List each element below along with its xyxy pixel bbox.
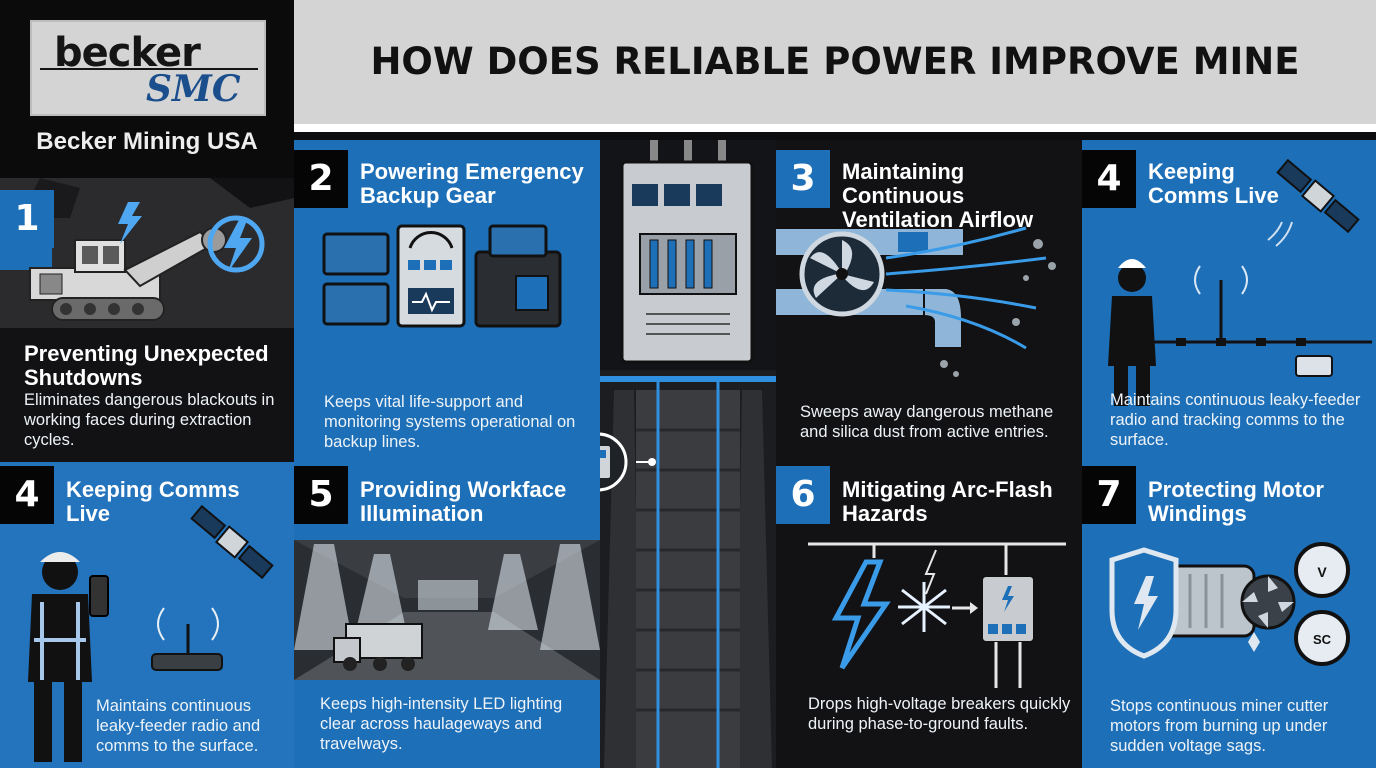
tunnel-lighting-icon (294, 540, 600, 680)
panel-4-top-title: Keeping Comms Live (1148, 159, 1279, 208)
arc-flash-breaker-icon (808, 542, 1066, 688)
panel-7-description: Stops continuous miner cutter motors fro… (1110, 697, 1329, 755)
panel-6-number: 6 (776, 466, 830, 524)
panel-5-number: 5 (294, 466, 348, 524)
panel-3-number: 3 (776, 150, 830, 208)
title-band: HOW DOES RELIABLE POWER IMPROVE MINE SAF… (294, 0, 1376, 207)
miner-radio-icon (28, 504, 274, 762)
panel-4-top-number: 4 (1082, 150, 1136, 208)
panel-4-bottom-title: Keeping Comms Live (66, 477, 240, 526)
company-name: Becker Mining USA (36, 128, 258, 155)
becker-smc-logo: becker SMC (30, 20, 266, 116)
panel-7-number: 7 (1082, 466, 1136, 524)
satellite-radio-icon (1108, 158, 1372, 406)
panel-4-top: 4 Keeping Comms Live Maintains continuou… (1082, 140, 1376, 462)
panel-5-title: Providing Workface Illumination (360, 477, 567, 526)
panel-2: 2 Powering Emergency Backup Gear Keeps v… (294, 140, 600, 462)
panel-2-title: Powering Emergency Backup Gear (360, 159, 584, 208)
panel-2-description: Keeps vital life-support and monitoring … (324, 393, 576, 451)
voltage-gauge-label: V (1317, 564, 1327, 580)
panel-4-bottom-number: 4 (0, 466, 54, 524)
voltage-gauge: V (1294, 542, 1350, 598)
electrical-panel-shaft-icon (600, 140, 776, 768)
panel-6-title: Mitigating Arc-Flash Hazards (842, 477, 1053, 526)
panel-1-description: Eliminates dangerous blackouts in workin… (24, 391, 275, 449)
panel-4-bottom-description: Maintains continuous leaky-feeder radio … (96, 697, 261, 755)
panel-7: 7 Protecting Motor Windings V SC Stops c… (1082, 462, 1376, 768)
panel-2-number: 2 (294, 150, 348, 208)
panel-5: 5 Providing Workface Illumination Keeps … (294, 462, 600, 768)
panel-6: 6 Mitigating Arc-Flash Hazards Drops hig… (776, 462, 1082, 768)
panel-4-top-description: Maintains continuous leaky-feeder radio … (1110, 391, 1361, 449)
brand-panel: becker SMC Becker Mining USA (0, 0, 294, 178)
battery-backup-icon (322, 224, 562, 328)
panel-5-description: Keeps high-intensity LED lighting clear … (320, 695, 563, 753)
panel-3: 3 Maintaining Continuous Ventilation Air… (776, 140, 1082, 462)
panel-1-title: Preventing Unexpected Shutdowns (24, 341, 269, 390)
page-title: HOW DOES RELIABLE POWER IMPROVE MINE SAF… (370, 40, 1300, 207)
panel-4-bottom: 4 Keeping Comms Live Maintains continuou… (0, 462, 294, 768)
panel-3-description: Sweeps away dangerous methane and silica… (800, 403, 1054, 441)
mine-shaft (600, 140, 776, 768)
short-circuit-gauge-label: SC (1312, 632, 1332, 647)
logo-text-smc: SMC (146, 68, 241, 110)
panel-6-description: Drops high-voltage breakers quickly duri… (808, 695, 1071, 733)
panel-7-title: Protecting Motor Windings (1148, 477, 1324, 526)
logo-divider (40, 68, 258, 70)
motor-shield-icon (1109, 547, 1296, 659)
ventilation-fan-icon (776, 226, 1056, 377)
sensor-device-icon (600, 432, 628, 492)
panel-1: 1 Preventing Unexpected Shutdowns Elimin… (0, 178, 294, 462)
short-circuit-gauge: SC (1294, 610, 1350, 666)
panel-1-number: 1 (0, 190, 54, 248)
